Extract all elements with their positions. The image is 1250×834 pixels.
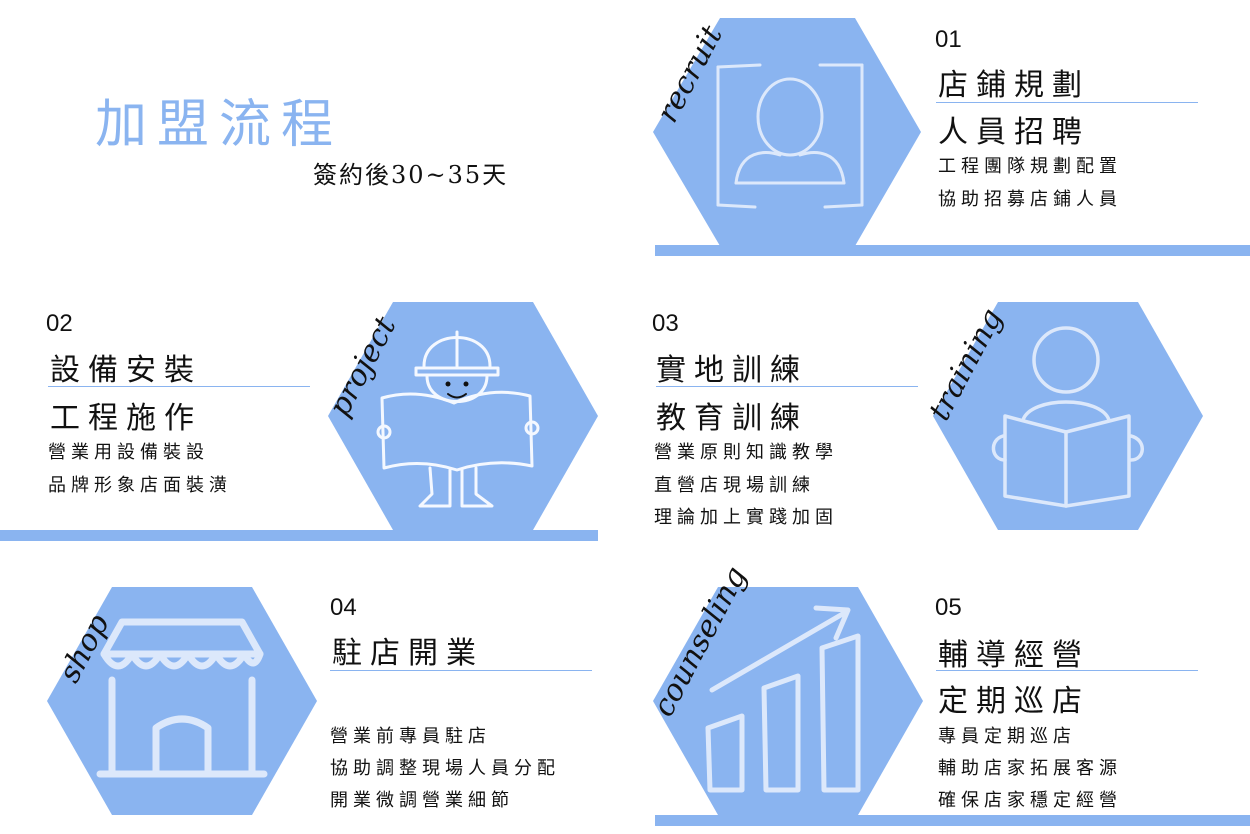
growth-chart-icon [705, 605, 861, 793]
step-03-number: 03 [652, 310, 679, 337]
step-02-hexagon [328, 302, 598, 530]
step-01-divider [936, 102, 1198, 103]
page-subtitle: 簽約後30~35天 [313, 161, 509, 189]
page-title: 加盟流程 [95, 95, 344, 155]
step-01-line-2: 協助招募店鋪人員 [938, 189, 1122, 210]
step-02-divider [48, 386, 310, 387]
step-05-subtitle: 定期巡店 [938, 684, 1090, 719]
step-03-line-1: 營業原則知識教學 [654, 442, 838, 463]
step-03-title: 實地訓練 [656, 353, 808, 388]
step-04-number: 04 [330, 594, 357, 621]
step-01-title: 店鋪規劃 [938, 68, 1090, 103]
step-04-line-1: 營業前專員駐店 [330, 726, 491, 747]
step-01-hexagon [653, 18, 921, 246]
step-01-subtitle: 人員招聘 [938, 115, 1090, 150]
step-05-bar [655, 815, 1250, 826]
step-02-bar [0, 530, 598, 541]
step-01-number: 01 [935, 26, 962, 53]
step-05-title: 輔導經營 [938, 638, 1090, 673]
storefront-icon [96, 618, 268, 778]
step-04-title: 駐店開業 [332, 636, 484, 671]
step-05-line-1: 專員定期巡店 [938, 726, 1076, 747]
step-03-subtitle: 教育訓練 [656, 401, 808, 436]
step-04-divider [330, 670, 592, 671]
reading-person-icon [991, 326, 1144, 508]
person-icon [716, 63, 864, 209]
step-05-line-2: 輔助店家拓展客源 [938, 758, 1122, 779]
step-01-bar [655, 245, 1250, 256]
step-05-divider [936, 670, 1198, 671]
step-05-number: 05 [935, 594, 962, 621]
step-05-line-3: 確保店家穩定經營 [938, 790, 1122, 811]
step-04-line-2: 協助調整現場人員分配 [330, 758, 560, 779]
step-03-line-2: 直營店現場訓練 [654, 475, 815, 496]
step-03-line-3: 理論加上實踐加固 [654, 507, 838, 528]
step-02-line-1: 營業用設備裝設 [48, 442, 209, 463]
step-03-hexagon [933, 302, 1203, 530]
step-02-line-2: 品牌形象店面裝潢 [48, 475, 232, 496]
step-02-title: 設備安裝 [50, 353, 202, 388]
step-01-line-1: 工程團隊規劃配置 [938, 156, 1122, 177]
step-02-subtitle: 工程施作 [50, 401, 202, 436]
construction-worker-icon [376, 330, 540, 508]
step-02-number: 02 [46, 310, 73, 337]
step-03-divider [656, 386, 918, 387]
step-04-line-3: 開業微調營業細節 [330, 790, 514, 811]
